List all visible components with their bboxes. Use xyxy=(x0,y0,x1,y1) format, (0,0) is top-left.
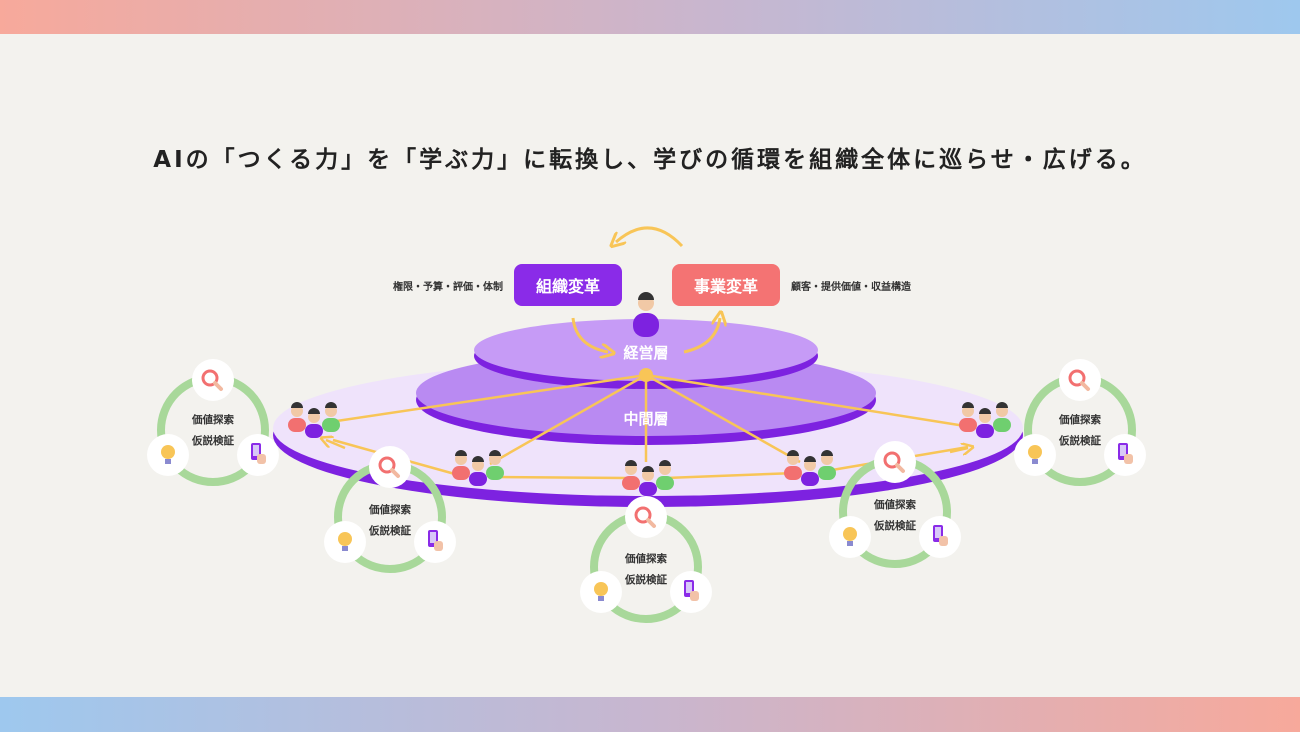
biz-change-label: 事業変革 xyxy=(694,277,758,296)
central-node xyxy=(639,368,653,382)
cycle-ring-center: 価値探索 仮説検証 xyxy=(580,496,712,619)
cycle-label-verification: 仮説検証 xyxy=(624,573,667,586)
org-change-box xyxy=(514,264,622,306)
left-edge-arrow xyxy=(326,440,346,450)
cycle-label-exploration: 価値探索 xyxy=(624,552,667,565)
biz-change-note: 顧客・提供価値・収益構造 xyxy=(791,280,912,293)
cycle-ring-far-left: 価値探索 仮説検証 xyxy=(147,359,279,482)
cycle-label-exploration: 価値探索 xyxy=(191,413,234,426)
cycle-arrow-top xyxy=(616,226,684,246)
biz-change-box xyxy=(672,264,780,306)
cycle-ring-far-right: 価値探索 仮説検証 xyxy=(1014,359,1146,482)
headline: AIの「つくる力」を「学ぶ力」に転換し、学びの循環を組織全体に巡らせ・広げる。 xyxy=(153,147,1147,173)
cycle-label-exploration: 価値探索 xyxy=(873,498,916,511)
cycle-ring-left: 価値探索 仮説検証 xyxy=(324,446,456,569)
top-layer-disc xyxy=(474,319,818,381)
cycle-label-verification: 仮説検証 xyxy=(1058,434,1101,447)
executive-person-icon xyxy=(633,292,659,337)
cycle-ring-right: 価値探索 仮説検証 xyxy=(829,441,961,564)
right-edge-arrow xyxy=(949,448,968,452)
bottom-gradient-band xyxy=(0,697,1300,732)
cycle-arrow-right xyxy=(683,318,720,354)
org-change-note: 権限・予算・評価・体制 xyxy=(393,280,503,293)
cycle-label-verification: 仮説検証 xyxy=(191,434,234,447)
top-layer-label: 経営層 xyxy=(623,344,668,362)
middle-layer-label: 中間層 xyxy=(623,410,668,428)
cycle-label-verification: 仮説検証 xyxy=(873,519,916,532)
cycle-label-exploration: 価値探索 xyxy=(368,503,411,516)
top-gradient-band xyxy=(0,0,1300,34)
cycle-arrow-left xyxy=(571,317,608,352)
cycle-label-verification: 仮説検証 xyxy=(368,524,411,537)
org-change-label: 組織変革 xyxy=(536,277,600,296)
cycle-label-exploration: 価値探索 xyxy=(1058,413,1101,426)
